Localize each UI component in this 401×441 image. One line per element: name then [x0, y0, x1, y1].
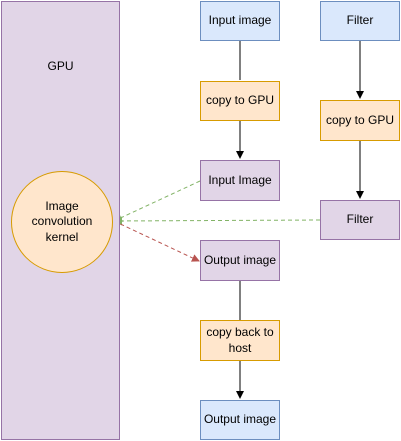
input-image-gpu-label: Input Image — [208, 172, 272, 187]
edge-kernel-to-output-gpu — [113, 220, 200, 262]
copy-filter-to-gpu-node[interactable]: copy to GPU — [320, 100, 400, 141]
input-image-gpu-node[interactable]: Input Image — [200, 160, 280, 201]
filter-host-node[interactable]: Filter — [320, 1, 400, 41]
filter-gpu-label: Filter — [346, 212, 374, 227]
copy-back-to-host-label: copy back to host — [206, 324, 274, 355]
gpu-label: GPU — [47, 59, 74, 73]
output-image-host-node[interactable]: Output image — [200, 400, 280, 440]
output-image-host-label: Output image — [203, 412, 277, 427]
edge-input-gpu-to-kernel — [113, 180, 201, 222]
copy-image-to-gpu-label: copy to GPU — [205, 93, 275, 108]
kernel-label: Image convolution kernel — [31, 198, 93, 244]
filter-host-label: Filter — [346, 13, 374, 28]
copy-filter-to-gpu-label: copy to GPU — [325, 112, 395, 127]
image-convolution-kernel-node[interactable]: Image convolution kernel — [11, 171, 113, 273]
copy-back-to-host-node[interactable]: copy back to host — [200, 320, 280, 361]
edge-filter-gpu-to-kernel — [113, 216, 321, 226]
output-image-gpu-label: Output image — [203, 252, 277, 267]
input-image-host-node[interactable]: Input image — [200, 1, 280, 41]
copy-image-to-gpu-node[interactable]: copy to GPU — [200, 81, 280, 121]
output-image-gpu-node[interactable]: Output image — [200, 240, 280, 281]
input-image-host-label: Input image — [208, 13, 272, 28]
filter-gpu-node[interactable]: Filter — [320, 200, 400, 240]
